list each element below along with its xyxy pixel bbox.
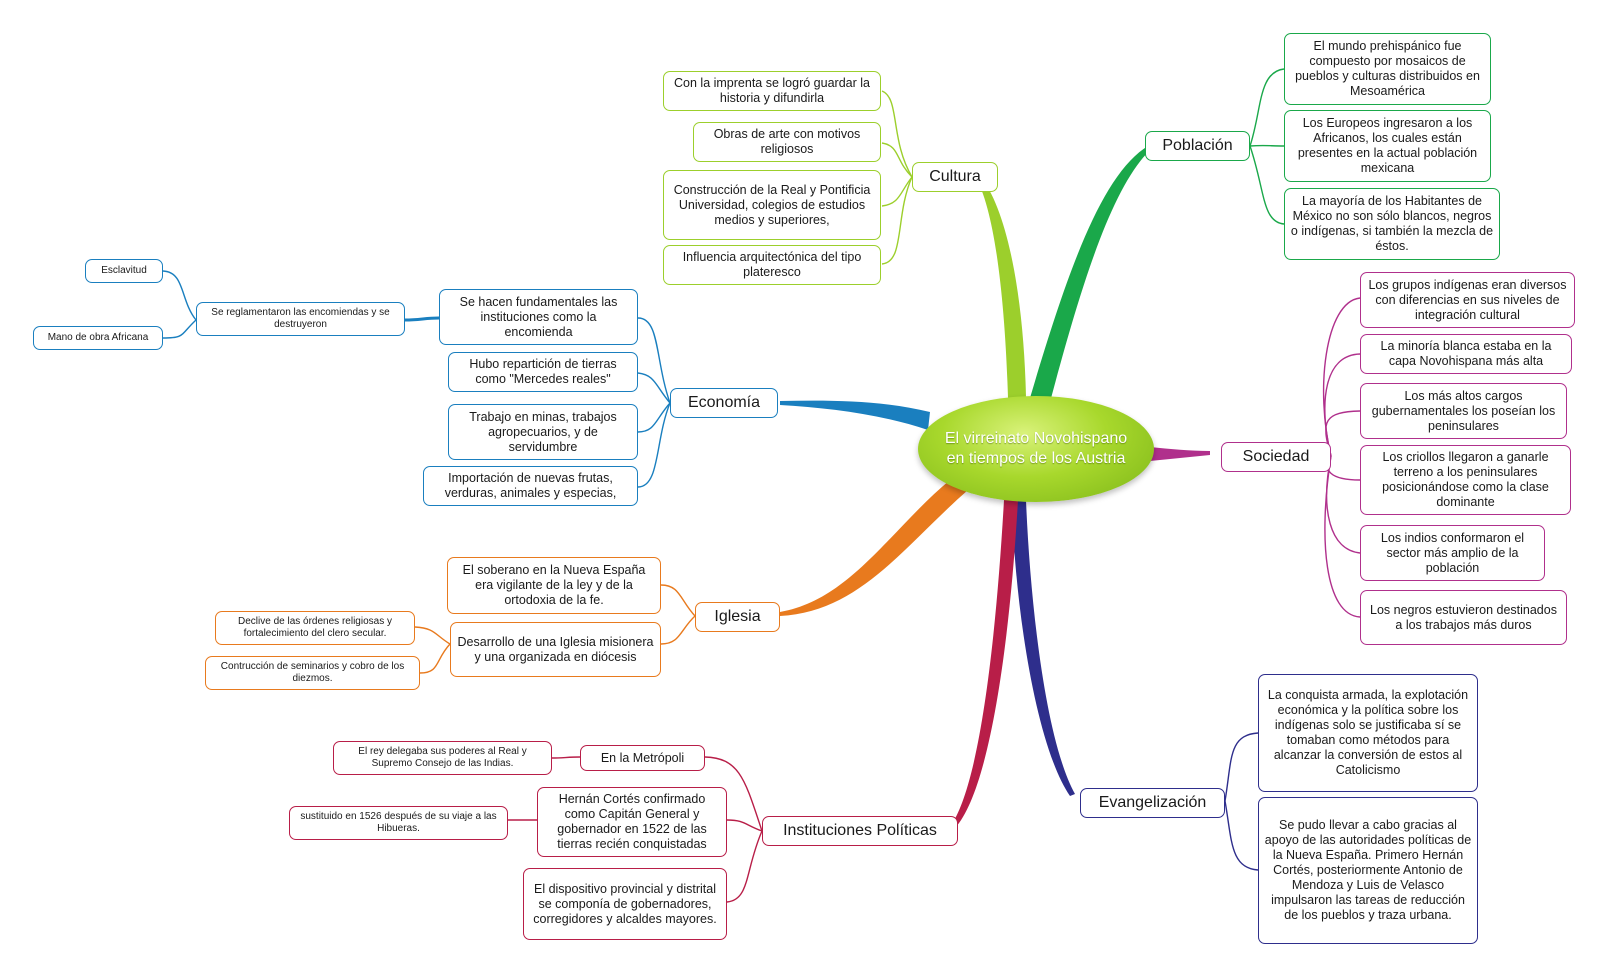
iglesia-connector-sub-1 bbox=[414, 626, 451, 645]
branch-cultura[interactable]: Cultura bbox=[912, 162, 998, 192]
cultura-item-1[interactable]: Con la imprenta se logró guardar la hist… bbox=[663, 71, 881, 111]
sociedad-connector-6 bbox=[1324, 455, 1361, 618]
sociedad-connector-5 bbox=[1325, 455, 1361, 554]
branch-instituciones[interactable]: Instituciones Políticas bbox=[762, 816, 958, 846]
sociedad-item-3[interactable]: Los más altos cargos gubernamentales los… bbox=[1360, 383, 1567, 439]
instituciones-connector-2 bbox=[726, 819, 763, 832]
economia-connector-sub bbox=[404, 316, 440, 322]
sociedad-item-5[interactable]: Los indios conformaron el sector más amp… bbox=[1360, 525, 1545, 581]
economia-connector-4 bbox=[637, 402, 671, 488]
iglesia-sub-item-1[interactable]: Declive de las órdenes religiosas y fort… bbox=[215, 611, 415, 645]
poblacion-item-3[interactable]: La mayoría de los Habitantes de México n… bbox=[1284, 188, 1500, 260]
cultura-connector-1 bbox=[881, 90, 913, 178]
economia-sub-item-2[interactable]: Mano de obra Africana bbox=[33, 326, 163, 350]
evangelizacion-leaf-connectors bbox=[1224, 732, 1259, 871]
branch-connector-economia bbox=[780, 400, 930, 430]
branch-sociedad[interactable]: Sociedad bbox=[1221, 442, 1331, 472]
sociedad-item-6[interactable]: Los negros estuvieron destinados a los t… bbox=[1360, 590, 1567, 645]
cultura-connector-2 bbox=[881, 142, 913, 178]
sociedad-item-1[interactable]: Los grupos indígenas eran diversos con d… bbox=[1360, 272, 1575, 328]
sociedad-item-2[interactable]: La minoría blanca estaba en la capa Novo… bbox=[1360, 334, 1572, 374]
cultura-leaf-connectors bbox=[881, 90, 913, 265]
instituciones-sub-item-2[interactable]: sustituido en 1526 después de su viaje a… bbox=[289, 806, 508, 840]
economia-item-3[interactable]: Trabajo en minas, trabajos agropecuarios… bbox=[448, 404, 638, 460]
sociedad-item-4[interactable]: Los criollos llegaron a ganarle terreno … bbox=[1360, 445, 1571, 515]
poblacion-connector-1 bbox=[1249, 68, 1285, 147]
branch-connector-evangelizacion bbox=[1012, 500, 1075, 796]
poblacion-item-1[interactable]: El mundo prehispánico fue compuesto por … bbox=[1284, 33, 1491, 105]
evangelizacion-connector-2 bbox=[1224, 800, 1259, 871]
iglesia-leaf-connectors bbox=[414, 584, 696, 674]
poblacion-item-2[interactable]: Los Europeos ingresaron a los Africanos,… bbox=[1284, 110, 1491, 182]
instituciones-connector-3 bbox=[726, 830, 763, 903]
sociedad-connector-2 bbox=[1324, 353, 1361, 457]
instituciones-item-3[interactable]: El dispositivo provincial y distrital se… bbox=[523, 868, 727, 940]
iglesia-connector-sub-2 bbox=[419, 643, 451, 674]
branch-connector-cultura bbox=[975, 176, 1026, 398]
economia-connector-3 bbox=[637, 402, 671, 433]
instituciones-item-2[interactable]: Hernán Cortés confirmado como Capitán Ge… bbox=[537, 787, 727, 857]
branch-connector-instituciones bbox=[952, 500, 1018, 828]
cultura-connector-4 bbox=[881, 176, 913, 265]
branch-poblacion[interactable]: Población bbox=[1145, 131, 1250, 161]
iglesia-item-1[interactable]: El soberano en la Nueva España era vigil… bbox=[447, 557, 661, 614]
iglesia-sub-item-2[interactable]: Contrucción de seminarios y cobro de los… bbox=[205, 656, 420, 690]
economia-sub-topic[interactable]: Se reglamentaron las encomiendas y se de… bbox=[196, 302, 405, 336]
branch-connector-sociedad bbox=[1150, 447, 1210, 461]
economia-connector-1 bbox=[637, 317, 671, 404]
instituciones-sub-item-1[interactable]: El rey delegaba sus poderes al Real y Su… bbox=[333, 741, 552, 775]
cultura-connector-3 bbox=[881, 176, 913, 207]
instituciones-leaf-connectors bbox=[508, 756, 763, 903]
instituciones-connector-sub-1 bbox=[551, 756, 581, 759]
economia-sub-item-1[interactable]: Esclavitud bbox=[85, 259, 163, 283]
evangelizacion-item-1[interactable]: La conquista armada, la explotación econ… bbox=[1258, 674, 1478, 792]
branch-connector-iglesia bbox=[780, 480, 968, 616]
economia-connector-subleaf-1 bbox=[162, 270, 197, 321]
economia-item-4[interactable]: Importación de nuevas frutas, verduras, … bbox=[423, 466, 638, 506]
branch-evangelizacion[interactable]: Evangelización bbox=[1080, 788, 1225, 818]
economia-leaf-connectors bbox=[162, 270, 671, 488]
iglesia-connector-2 bbox=[660, 615, 696, 645]
branch-connector-poblacion bbox=[1030, 146, 1150, 402]
iglesia-item-2[interactable]: Desarrollo de una Iglesia misionera y un… bbox=[450, 622, 661, 677]
cultura-item-2[interactable]: Obras de arte con motivos religiosos bbox=[693, 122, 881, 162]
evangelizacion-item-2[interactable]: Se pudo llevar a cabo gracias al apoyo d… bbox=[1258, 797, 1478, 944]
central-topic[interactable]: El virreinato Novohispano en tiempos de … bbox=[918, 396, 1154, 502]
iglesia-connector-1 bbox=[660, 584, 696, 617]
economia-connector-subleaf-2 bbox=[162, 319, 197, 339]
economia-item-1[interactable]: Se hacen fundamentales las instituciones… bbox=[439, 289, 638, 345]
poblacion-leaf-connectors bbox=[1249, 68, 1285, 225]
instituciones-item-1[interactable]: En la Metrópoli bbox=[580, 745, 705, 771]
branch-economia[interactable]: Economía bbox=[670, 388, 778, 418]
sociedad-connector-4 bbox=[1326, 455, 1361, 481]
cultura-item-4[interactable]: Influencia arquitectónica del tipo plate… bbox=[663, 245, 881, 285]
evangelizacion-connector-1 bbox=[1224, 732, 1259, 802]
economia-connector-2 bbox=[637, 372, 671, 404]
cultura-item-3[interactable]: Construcción de la Real y Pontificia Uni… bbox=[663, 170, 881, 240]
branch-iglesia[interactable]: Iglesia bbox=[695, 602, 780, 632]
economia-item-2[interactable]: Hubo repartición de tierras como "Merced… bbox=[448, 352, 638, 392]
instituciones-connector-1 bbox=[704, 756, 763, 832]
poblacion-connector-3 bbox=[1249, 145, 1285, 225]
